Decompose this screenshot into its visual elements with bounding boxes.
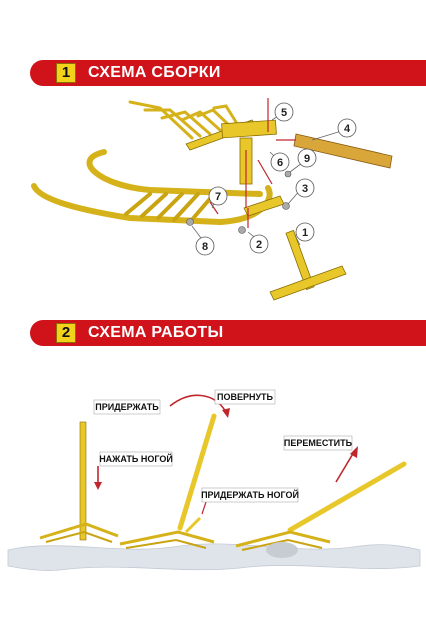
ground (7, 543, 421, 571)
bolt-icon (238, 226, 246, 234)
svg-text:7: 7 (215, 191, 221, 203)
arrow-up-icon (335, 446, 358, 483)
pedal-bracket (243, 195, 285, 217)
label-press: НАЖАТЬ НОГОЙ (99, 451, 173, 467)
arrow-curve-icon (169, 394, 230, 418)
assembly-guides (209, 98, 296, 228)
frame (31, 149, 273, 225)
svg-text:НАЖАТЬ НОГОЙ: НАЖАТЬ НОГОЙ (99, 453, 173, 464)
bolt-icon (282, 202, 290, 210)
section-number: 2 (56, 323, 76, 343)
svg-text:6: 6 (277, 157, 283, 169)
svg-text:9: 9 (304, 153, 310, 165)
svg-text:ПРИДЕРЖАТЬ НОГОЙ: ПРИДЕРЖАТЬ НОГОЙ (201, 489, 299, 500)
pedal-post (285, 229, 315, 291)
svg-text:ПРИДЕРЖАТЬ: ПРИДЕРЖАТЬ (95, 402, 159, 412)
svg-text:ПЕРЕМЕСТИТЬ: ПЕРЕМЕСТИТЬ (284, 438, 353, 448)
callout-8: 8 (195, 236, 215, 256)
bolt-icon (186, 218, 194, 226)
arrow-down-icon (94, 466, 102, 490)
svg-text:3: 3 (302, 183, 308, 195)
callout-3: 3 (295, 178, 315, 198)
section-banner-operation: 2 СХЕМА РАБОТЫ (30, 320, 426, 346)
svg-text:ПОВЕРНУТЬ: ПОВЕРНУТЬ (217, 392, 274, 402)
callout-4: 4 (337, 118, 357, 138)
pedal-footplate (269, 265, 347, 301)
wooden-handle (293, 133, 393, 169)
label-move: ПЕРЕМЕСТИТЬ (283, 435, 353, 451)
fork-lowered (235, 461, 407, 558)
svg-text:1: 1 (302, 227, 308, 239)
label-turn: ПОВЕРНУТЬ (214, 389, 276, 405)
svg-text:2: 2 (256, 239, 262, 251)
callout-7: 7 (208, 186, 228, 206)
fork-tilted (119, 413, 217, 549)
fork-tines (128, 100, 238, 140)
callout-9: 9 (297, 148, 317, 168)
callout-6: 6 (270, 152, 290, 172)
callout-5: 5 (274, 102, 294, 122)
tube-connector (221, 119, 277, 139)
label-hold-foot: ПРИДЕРЖАТЬ НОГОЙ (201, 487, 299, 503)
callout-2: 2 (249, 234, 269, 254)
label-hold: ПРИДЕРЖАТЬ (93, 399, 161, 415)
svg-text:8: 8 (202, 241, 208, 253)
svg-text:4: 4 (344, 123, 351, 135)
callout-1: 1 (295, 222, 315, 242)
section-banner-assembly: 1 СХЕМА СБОРКИ (30, 60, 426, 86)
section-title: СХЕМА СБОРКИ (88, 64, 221, 81)
bolt-icon (284, 170, 292, 178)
assembly-diagram: 1 2 3 4 5 6 7 8 9 (31, 98, 393, 301)
section-title: СХЕМА РАБОТЫ (88, 324, 224, 341)
fork-upright (39, 421, 119, 543)
svg-text:5: 5 (281, 107, 287, 119)
arrow-down-icon (201, 501, 207, 515)
operation-diagram: ПРИДЕРЖАТЬ НАЖАТЬ НОГОЙ ПОВЕРНУТЬ ПРИДЕР… (7, 389, 421, 571)
section-number: 1 (56, 63, 76, 83)
